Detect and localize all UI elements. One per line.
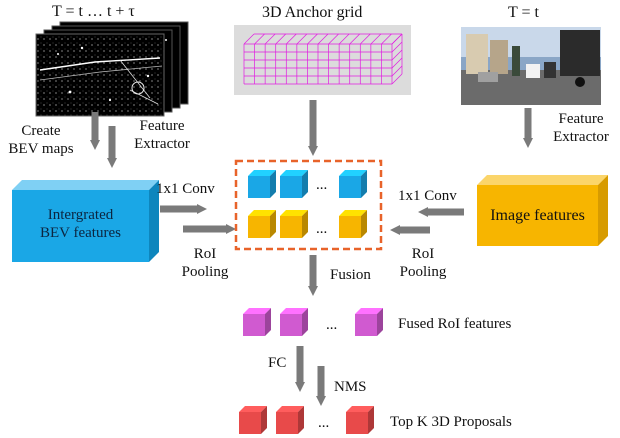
fused-roi-cube (280, 308, 308, 336)
roi-pooling-left-label: RoI Pooling (181, 246, 229, 280)
fusion-label: Fusion (330, 267, 371, 283)
anchor-grid-label: 3D Anchor grid (262, 4, 363, 21)
roi-pooling-right-label: RoI Pooling (399, 246, 447, 280)
nms-label: NMS (334, 379, 367, 395)
roi-dashed-box (234, 159, 383, 251)
image-features-label: Image features (490, 207, 585, 224)
feature-extractor-right-label: Feature Extractor (553, 111, 609, 145)
conv-left-label: 1x1 Conv (156, 181, 215, 197)
blue-feature-cube (280, 170, 308, 198)
image-time-label: T = t (508, 4, 539, 21)
image-features-block (477, 175, 608, 246)
arrows (90, 100, 533, 406)
camera-image (461, 27, 601, 105)
create-bev-label: Create BEV maps (8, 123, 74, 157)
ellipsis-proposals: ... (318, 415, 330, 431)
lidar-sweeps-image (35, 21, 189, 117)
proposal-cube (239, 406, 267, 434)
fused-roi-label: Fused RoI features (398, 316, 512, 332)
proposal-cube (276, 406, 304, 434)
orange-feature-cube (280, 210, 308, 238)
feature-cubes (239, 170, 383, 434)
blue-feature-cube (339, 170, 367, 198)
proposal-cube (346, 406, 374, 434)
ellipsis-blue: ... (316, 177, 328, 193)
orange-feature-cube (248, 210, 276, 238)
fc-label: FC (268, 355, 287, 371)
blue-feature-cube (248, 170, 276, 198)
feature-extractor-left-label: Feature Extractor (134, 118, 190, 152)
anchor-grid-image (234, 25, 411, 95)
ellipsis-fused: ... (326, 317, 338, 333)
fused-roi-cube (355, 308, 383, 336)
bev-features-label: Intergrated BEV features (40, 207, 121, 241)
fused-roi-cube (243, 308, 271, 336)
conv-right-label: 1x1 Conv (398, 188, 457, 204)
ellipsis-orange: ... (316, 221, 328, 237)
top-k-label: Top K 3D Proposals (390, 414, 512, 430)
lidar-time-label: T = t … t + τ (52, 3, 135, 20)
bev-features-block (12, 180, 159, 262)
orange-feature-cube (339, 210, 367, 238)
